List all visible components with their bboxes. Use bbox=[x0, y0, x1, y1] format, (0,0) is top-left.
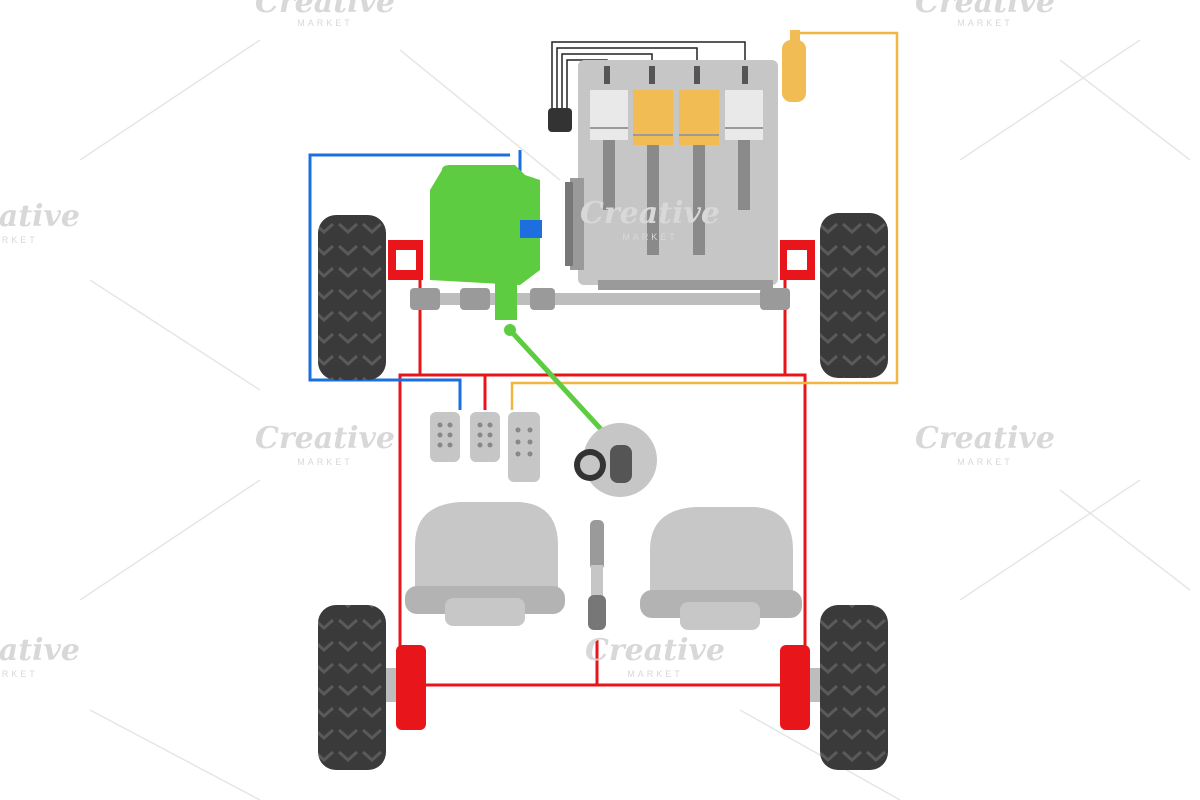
watermark-bottom: Creative bbox=[585, 633, 725, 668]
left-seat-icon bbox=[405, 502, 565, 626]
rear-left-wheel bbox=[318, 605, 386, 770]
watermark-center: Creative bbox=[580, 196, 720, 231]
watermark-top-right: Creative bbox=[915, 0, 1055, 20]
rear-right-wheel bbox=[820, 605, 888, 770]
watermark-right: Creative bbox=[915, 421, 1055, 456]
front-right-brake bbox=[780, 240, 815, 280]
front-left-brake bbox=[388, 240, 423, 280]
throttle-cable bbox=[510, 31, 899, 410]
ignition-coil-icon bbox=[548, 108, 572, 132]
front-left-wheel bbox=[318, 215, 386, 380]
rear-left-brake bbox=[396, 645, 426, 730]
watermark-top-right-sub: MARKET bbox=[957, 18, 1013, 28]
watermark-left-sub: MARKET bbox=[297, 457, 353, 467]
right-seat-icon bbox=[640, 507, 802, 630]
cv-joints bbox=[410, 288, 790, 310]
watermark-bottom-sub: MARKET bbox=[627, 669, 683, 679]
shift-linkage-joint bbox=[504, 324, 516, 336]
watermark-center-sub: MARKET bbox=[622, 232, 678, 242]
watermark-edge-left-2: Creative bbox=[0, 633, 80, 668]
engine-icon bbox=[565, 60, 778, 290]
watermark-left: Creative bbox=[255, 421, 395, 456]
watermark-edge-left-sub: MARKET bbox=[0, 235, 38, 245]
watermark-edge-left: Creative bbox=[0, 199, 80, 234]
accelerator-pedal-icon bbox=[508, 412, 540, 482]
watermark-lines bbox=[79, 39, 1191, 800]
handbrake-icon bbox=[588, 520, 606, 630]
gearbox-icon bbox=[430, 165, 540, 285]
watermark-group: Creative MARKET Creative MARKET Creative… bbox=[0, 0, 1055, 679]
rear-right-brake bbox=[780, 645, 810, 730]
watermark-edge-left-2-sub: MARKET bbox=[0, 669, 38, 679]
clutch-slave-cylinder bbox=[520, 220, 542, 238]
watermark-right-sub: MARKET bbox=[957, 457, 1013, 467]
fuel-filter-icon bbox=[782, 30, 806, 102]
front-right-wheel bbox=[820, 213, 888, 378]
gearbox-output bbox=[495, 280, 517, 320]
watermark-top-left: Creative bbox=[255, 0, 395, 20]
gear-shifter-icon bbox=[574, 423, 657, 497]
clutch-pedal-icon bbox=[430, 412, 460, 462]
watermark-top-left-sub: MARKET bbox=[297, 18, 353, 28]
brake-pedal-icon bbox=[470, 412, 500, 462]
